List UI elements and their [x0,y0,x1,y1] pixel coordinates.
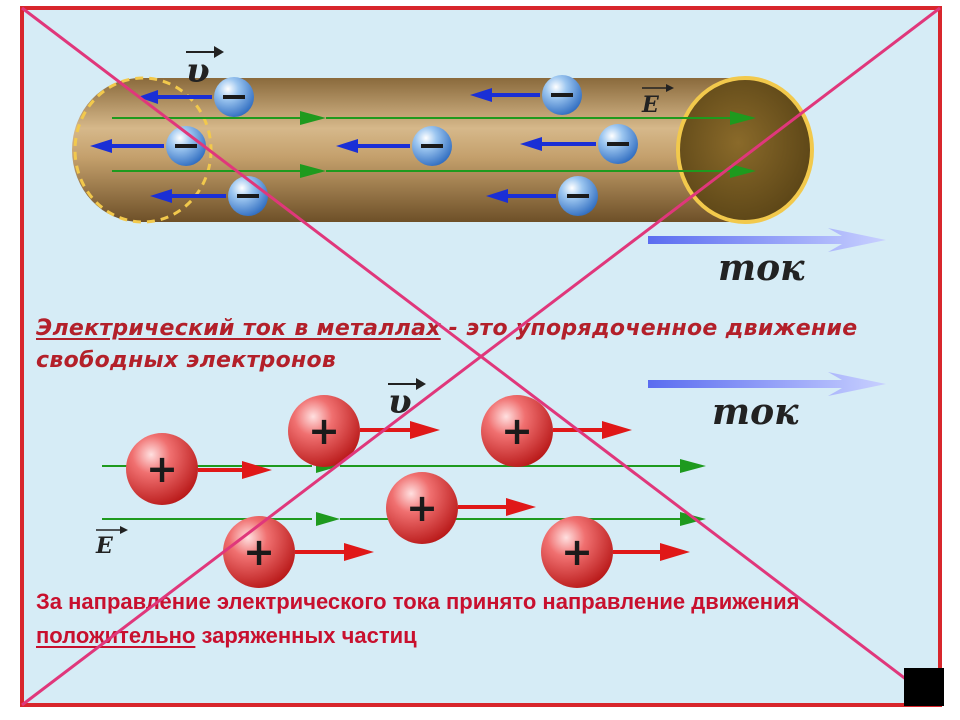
electron [336,126,452,166]
current-label-bottom: ток [712,391,799,433]
svg-text:E: E [641,92,660,118]
current-label-top: ток [718,247,805,289]
positive-ion: + [481,395,632,467]
current-direction-rule: За направление электрического тока приня… [36,589,800,648]
svg-text:+: + [243,530,275,574]
electron [138,77,254,117]
field-vector-label-bottom: E [95,526,128,559]
positive-ion: + [126,433,272,505]
svg-text:+: + [501,409,533,453]
current-arrow-top: ток [648,228,886,289]
electrons [90,75,638,216]
svg-text:υ: υ [186,51,210,91]
svg-text:+: + [406,486,438,530]
velocity-vector-label-top: υ [186,46,224,91]
svg-text:+: + [146,447,178,491]
definition-term: Электрический ток в металлах [36,316,441,341]
positive-ions: + + + + [126,395,690,588]
field-lines-top [112,111,756,178]
positive-ion: + [541,516,690,588]
conductor-end [676,76,814,224]
positive-ion: + [386,472,536,544]
positive-ion: + [223,516,374,588]
electron [486,176,598,216]
electron [520,124,638,164]
slide-nav-button[interactable] [904,668,944,706]
field-vector-label-top: E [641,84,674,118]
svg-text:+: + [561,530,593,574]
current-arrow-bottom: ток [648,372,886,433]
positive-ion: + [288,395,440,467]
electron [90,126,206,166]
svg-text:E: E [95,533,114,559]
electron [470,75,582,115]
svg-text:+: + [308,409,340,453]
